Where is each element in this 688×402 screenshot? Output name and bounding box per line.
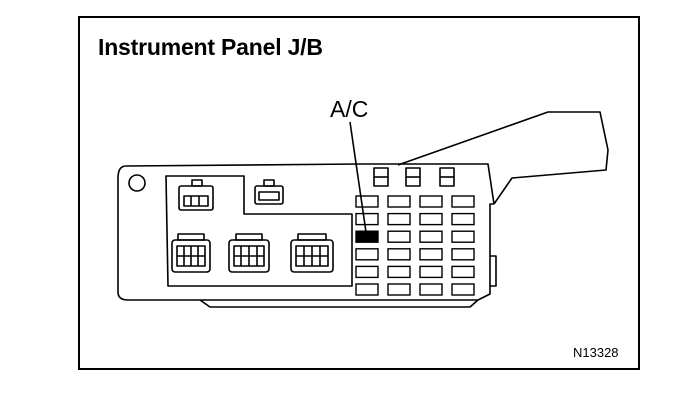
fuse-slot [355,212,379,226]
fuse-slot [355,283,379,296]
large-connector-3 [290,233,334,273]
fuse-slot [419,230,443,243]
fuse-slot [419,265,443,279]
relay-slot-1 [373,167,389,187]
right-side-bump [490,255,497,287]
fuse-slot [387,265,411,279]
ac-fuse [355,230,379,243]
upper-fuse-block [360,163,495,205]
fuse-slot [419,212,443,226]
fuse-slot [355,265,379,279]
large-connector-1 [171,233,211,273]
fuse-slot [451,248,475,261]
large-connector-2 [228,233,270,273]
junction-block-arm [397,111,609,205]
fuse-slot [451,195,475,208]
relay-slot-3 [439,167,455,187]
mounting-hole [128,174,146,192]
ac-callout-label: A/C [330,96,369,122]
fuse-slot [451,212,475,226]
fuse-slot [419,248,443,261]
fuse-slot [387,230,411,243]
fuse-grid [355,195,475,296]
fuse-slot [355,248,379,261]
fuse-slot [419,195,443,208]
fuse-slot [451,230,475,243]
connector-recess [165,175,353,287]
fuse-slot [419,283,443,296]
fuse-slot [387,195,411,208]
fuse-slot [387,283,411,296]
diagram-frame [78,16,640,370]
ac-leader-line [349,121,367,233]
junction-block-body [117,163,494,301]
fuse-slot [387,248,411,261]
fuse-slot [387,212,411,226]
diagram-title: Instrument Panel J/B [98,34,323,60]
junction-block-ledge [199,299,479,308]
fuse-slot [451,265,475,279]
small-connector-right [254,179,284,205]
small-connector-left [178,179,214,211]
fuse-slot [451,283,475,296]
figure-code: N13328 [573,345,619,360]
relay-slot-2 [405,167,421,187]
fuse-slot [355,195,379,208]
